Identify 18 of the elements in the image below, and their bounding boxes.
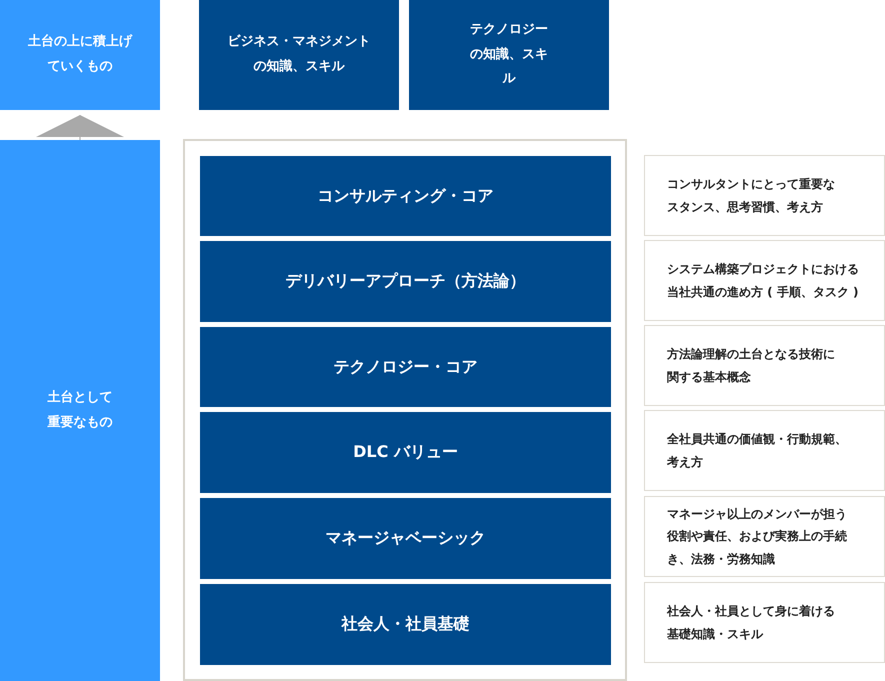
layer-bar: マネージャベーシック [200,498,611,579]
layer-bar: デリバリーアプローチ（方法論） [200,241,611,322]
layer-bar: DLC バリュー [200,412,611,493]
layer-bar: テクノロジー・コア [200,327,611,407]
description-box: システム構築プロジェクトにおける当社共通の進め方 ( 手順、タスク ) [644,240,885,321]
description-box: 方法論理解の土台となる技術に関する基本概念 [644,325,885,406]
description-box: 全社員共通の価値観・行動規範、考え方 [644,410,885,491]
triangle-arrow [36,114,124,140]
layer-bar: コンサルティング・コア [200,156,611,236]
layer-bar: 社会人・社員基礎 [200,584,611,665]
description-box: 社会人・社員として身に着ける基礎知識・スキル [644,582,885,663]
description-box: コンサルタントにとって重要なスタンス、思考習慣、考え方 [644,155,885,236]
side-band: 土台として重要なもの [0,140,160,681]
knowledge-box: テクノロジーの知識、スキル [409,0,609,110]
description-box: マネージャ以上のメンバーが担う役割や責任、および実務上の手続き、法務・労務知識 [644,496,885,577]
side-band: 土台の上に積上げていくもの [0,0,160,110]
knowledge-box: ビジネス・マネジメントの知識、スキル [199,0,399,110]
frame-box [183,139,627,681]
